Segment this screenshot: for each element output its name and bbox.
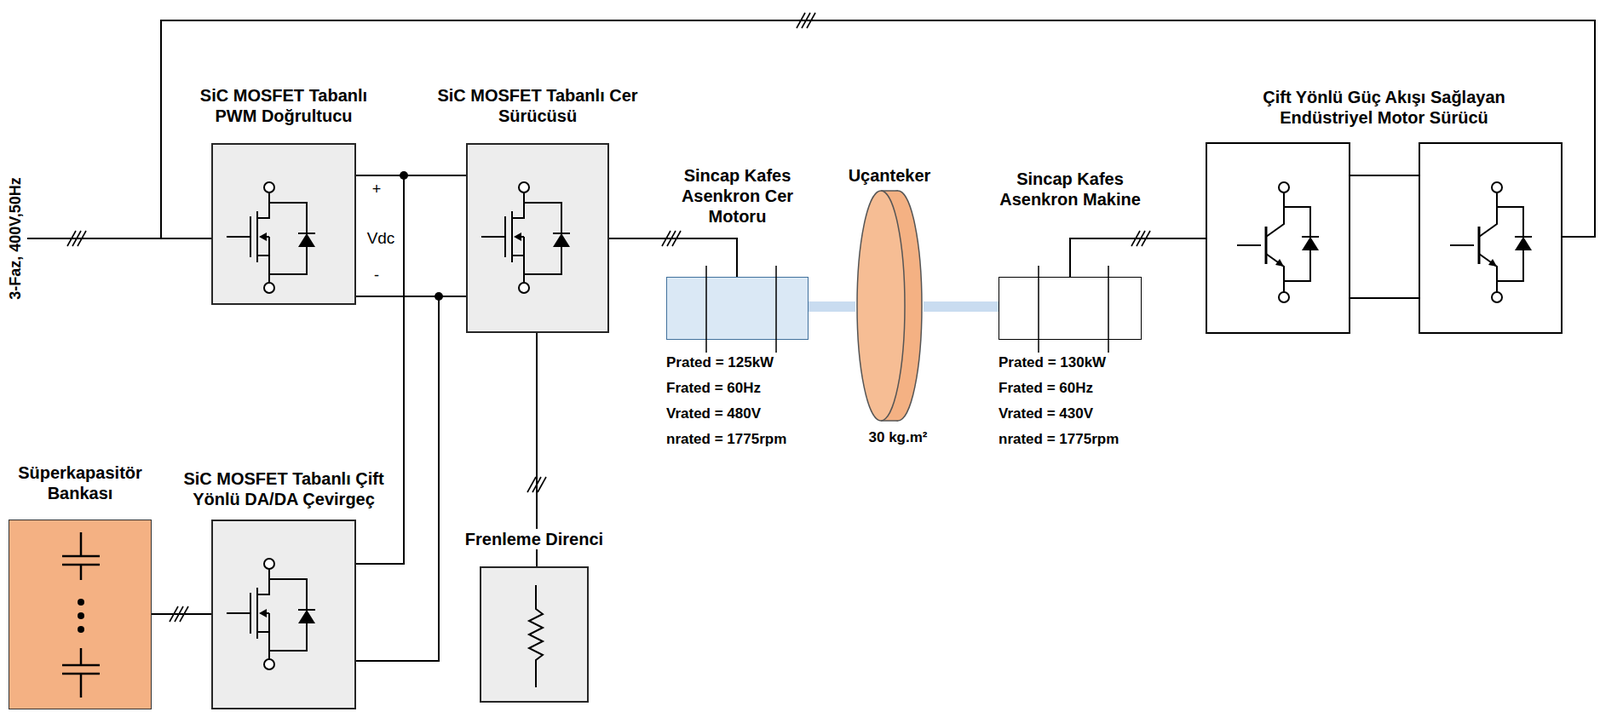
rating-text: Frated = 60Hz [666, 379, 761, 398]
component-symbol [1206, 143, 1562, 334]
wire [609, 238, 737, 277]
polarity-mark: - [374, 266, 380, 284]
rating-text: Frated = 60Hz [998, 379, 1094, 398]
polarity-mark: + [372, 180, 382, 198]
traction-motor: Sincap Kafes Asenkron Cer Motoru [666, 276, 809, 340]
component-symbol [481, 568, 588, 702]
rating-text: nrated = 1775rpm [666, 431, 787, 449]
supply-label: 3-Faz, 400V,50Hz [6, 177, 24, 300]
block-heading: Sincap Kafes Asenkron Makine [976, 168, 1164, 210]
inertia-label: 30 kg.m² [869, 429, 928, 447]
industrial-drive: Çift Yönlü Güç Akışı Sağlayan Endüstriye… [1206, 143, 1562, 334]
block-heading: Uçanteker [846, 165, 933, 186]
block-heading: Çift Yönlü Güç Akışı Sağlayan Endüstriye… [1226, 86, 1543, 128]
component-symbol [9, 520, 151, 709]
wire [1070, 238, 1207, 277]
block-heading: Frenleme Direnci [463, 529, 605, 550]
phase-mark [527, 477, 536, 493]
component-symbol [212, 144, 355, 304]
wire [151, 613, 212, 616]
flywheel: Uçanteker [855, 189, 924, 424]
traction-drive-box: SiC MOSFET Tabanlı Cer Sürücüsü [466, 143, 610, 334]
rating-text: Prated = 125kW [666, 354, 774, 372]
rating-text: Vrated = 480V [666, 405, 761, 423]
shaft [923, 301, 999, 312]
phase-mark [801, 12, 811, 29]
phase-mark [537, 477, 547, 493]
grid-wire [27, 237, 212, 240]
component-symbol [667, 277, 808, 340]
rating-text: nrated = 1775rpm [998, 431, 1119, 449]
shaft [808, 301, 856, 312]
block-heading: SiC MOSFET Tabanlı Çift Yönlü DA/DA Çevi… [181, 468, 386, 510]
dcdc-converter-box: SiC MOSFET Tabanlı Çift Yönlü DA/DA Çevi… [211, 519, 357, 710]
induction-machine: Sincap Kafes Asenkron Makine [998, 276, 1142, 340]
block-heading: Sincap Kafes Asenkron Cer Motoru [665, 165, 811, 227]
phase-mark [796, 12, 806, 29]
component-symbol [467, 144, 608, 332]
component-symbol [855, 189, 924, 424]
rating-text: Vrated = 430V [998, 405, 1094, 423]
phase-mark [72, 230, 81, 247]
rating-text: Prated = 130kW [998, 354, 1106, 372]
phase-mark [806, 12, 816, 29]
supercap-bank: Süperkapasitör Bankası [8, 519, 152, 710]
rectifier-box: SiC MOSFET Tabanlı PWM Doğrultucu [211, 143, 357, 306]
block-heading: Süperkapasitör Bankası [0, 462, 162, 504]
bus-voltage-label: Vdc [367, 230, 396, 248]
block-heading: SiC MOSFET Tabanlı PWM Doğrultucu [181, 85, 386, 127]
phase-mark [77, 230, 87, 247]
component-symbol [999, 277, 1141, 340]
block-heading: SiC MOSFET Tabanlı Cer Sürücüsü [435, 85, 640, 127]
brake-resistor-box: Frenleme Direnci [479, 566, 589, 703]
component-symbol [212, 521, 355, 708]
phase-mark [67, 230, 76, 247]
